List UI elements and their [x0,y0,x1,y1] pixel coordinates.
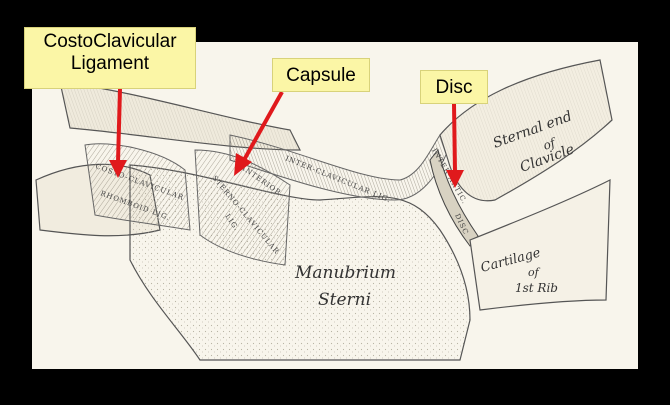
costoclavicular-ligament-callout: CostoClavicular Ligament [24,27,196,89]
disc-callout: Disc [420,70,488,104]
disc-arrow [446,103,464,188]
capsule-band [194,149,291,266]
manubrium-label: Manubrium [294,263,396,283]
articular-disc [429,148,479,247]
costoclavicular-callout-line2: Ligament [70,53,150,74]
capsule-arrow [234,91,284,176]
right-rib-cartilage [469,179,611,311]
capsule-callout: Capsule [272,58,370,92]
sterni-label: Sterni [318,290,371,310]
first-rib-label: 1st Rib [515,281,558,295]
costoclavicular-ligament-band [84,143,191,231]
of-label-rib: of [528,266,541,279]
costoclavicular-arrow [109,88,127,178]
costoclavicular-callout-line1: CostoClavicular [43,31,177,52]
